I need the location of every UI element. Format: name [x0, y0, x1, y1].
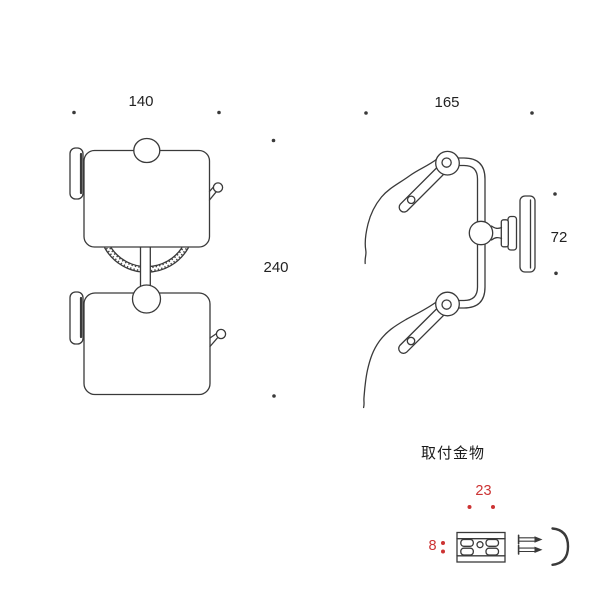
spindle-small-disc	[500, 219, 509, 248]
side-width-dimension: 165	[434, 94, 460, 111]
front-width-dimension: 140	[128, 93, 154, 110]
bottom-paper-sheet-curve	[362, 300, 438, 409]
side-view	[362, 150, 536, 409]
ball-joint	[468, 220, 494, 246]
top-cover	[83, 149, 211, 248]
dimension-dots	[72, 110, 558, 398]
spindle-large-disc	[507, 215, 518, 251]
bottom-hinge-assembly	[398, 291, 460, 354]
wall-plate	[519, 195, 536, 273]
bottom-lever	[209, 328, 227, 348]
top-paper-sheet-curve	[364, 158, 438, 265]
plate-height-dimension: 72	[550, 228, 568, 246]
hardware-row-dimension: 8	[428, 537, 437, 554]
hardware-dimension-dots	[441, 505, 495, 554]
mounting-hardware	[456, 527, 570, 566]
connecting-post	[139, 246, 151, 292]
screw-icon	[517, 544, 543, 555]
front-view	[69, 137, 227, 396]
wall-mount	[468, 195, 536, 273]
top-back-tab	[69, 147, 84, 200]
hardware-pitch-dimension: 23	[475, 482, 492, 499]
top-cover-knob	[133, 137, 161, 164]
top-hinge-assembly	[398, 150, 460, 213]
screw-icon	[517, 534, 543, 545]
top-cover-arm	[398, 165, 446, 213]
curved-bracket-icon	[551, 527, 570, 566]
ball-joint-knob	[131, 284, 162, 314]
hardware-section-title: 取付金物	[421, 445, 486, 462]
front-height-dimension: 240	[263, 259, 289, 276]
bottom-holder	[69, 284, 227, 396]
top-lever	[208, 182, 224, 201]
bottom-cover-arm	[398, 306, 446, 354]
bottom-back-tab	[69, 291, 84, 345]
top-holder	[69, 137, 224, 248]
mounting-plate	[456, 531, 506, 563]
